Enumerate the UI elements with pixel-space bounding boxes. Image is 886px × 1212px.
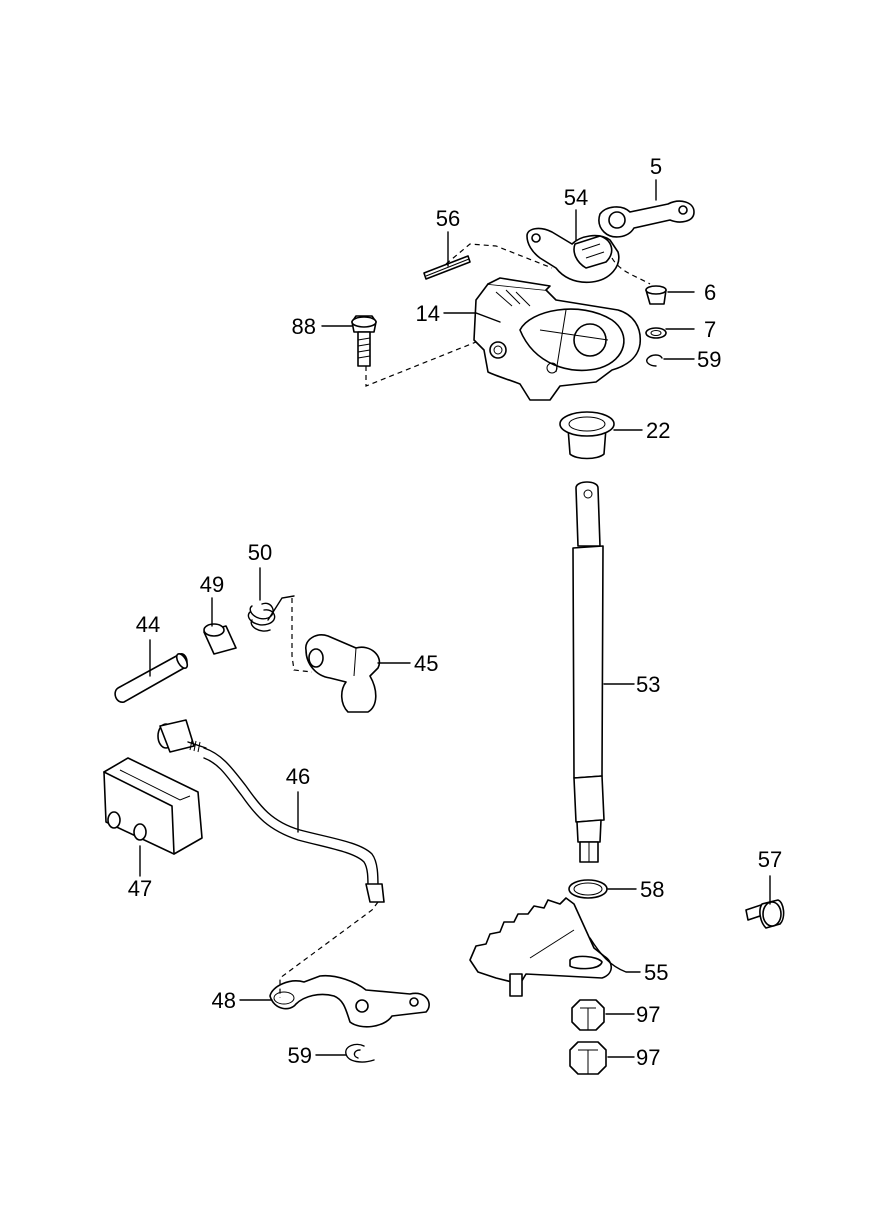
leader-lines — [139, 179, 771, 1058]
part-5-lever[interactable] — [598, 200, 695, 238]
callout-59-bottom[interactable]: 59 — [288, 1043, 312, 1068]
part-55-detent-sector[interactable] — [469, 897, 613, 997]
part-49-roller[interactable] — [203, 623, 237, 655]
callout-6[interactable]: 6 — [704, 280, 716, 305]
callout-88[interactable]: 88 — [292, 314, 316, 339]
callout-14[interactable]: 14 — [416, 301, 440, 326]
part-59-clip-bottom[interactable] — [345, 1043, 375, 1063]
part-44-pin[interactable] — [114, 652, 189, 703]
part-48-plate[interactable] — [269, 974, 430, 1028]
callout-97-lower[interactable]: 97 — [636, 1045, 660, 1070]
callout-57[interactable]: 57 — [758, 847, 782, 872]
callout-97-upper[interactable]: 97 — [636, 1002, 660, 1027]
callout-49[interactable]: 49 — [200, 572, 224, 597]
callout-45[interactable]: 45 — [414, 651, 438, 676]
part-59-clip-top[interactable] — [646, 354, 663, 367]
callout-48[interactable]: 48 — [212, 988, 236, 1013]
part-6-bushing[interactable] — [645, 285, 667, 305]
callout-22[interactable]: 22 — [646, 418, 670, 443]
callout-54[interactable]: 54 — [564, 185, 588, 210]
callout-46[interactable]: 46 — [286, 764, 310, 789]
callout-labels: 5 54 56 6 88 14 7 59 22 50 49 44 45 53 4… — [128, 154, 782, 1070]
callout-58[interactable]: 58 — [640, 877, 664, 902]
callout-55[interactable]: 55 — [644, 960, 668, 985]
part-53-shaft[interactable] — [572, 481, 605, 863]
callout-50[interactable]: 50 — [248, 540, 272, 565]
callout-5[interactable]: 5 — [650, 154, 662, 179]
part-57-bolt[interactable] — [745, 899, 785, 929]
callout-56[interactable]: 56 — [436, 206, 460, 231]
part-97-nut-lower[interactable] — [569, 1041, 607, 1075]
callout-59-top[interactable]: 59 — [697, 347, 721, 372]
part-7-washer[interactable] — [645, 327, 667, 339]
callout-53[interactable]: 53 — [636, 672, 660, 697]
part-97-nut-upper[interactable] — [571, 999, 605, 1031]
part-58-seal[interactable] — [568, 879, 608, 899]
callout-47[interactable]: 47 — [128, 876, 152, 901]
part-47-bracket[interactable] — [103, 757, 203, 855]
part-46-cable[interactable] — [157, 719, 385, 903]
part-56-pin[interactable] — [423, 255, 471, 280]
callout-44[interactable]: 44 — [136, 612, 160, 637]
part-45-lever[interactable] — [305, 634, 381, 713]
part-14-inhibitor-switch[interactable] — [473, 277, 642, 401]
part-88-bolt[interactable] — [351, 315, 377, 367]
part-54-cam[interactable] — [526, 227, 620, 284]
part-22-bushing[interactable] — [559, 411, 615, 460]
part-50-spring[interactable] — [247, 595, 295, 632]
assembly-dashed-lines — [279, 243, 651, 998]
callout-7[interactable]: 7 — [704, 317, 716, 342]
